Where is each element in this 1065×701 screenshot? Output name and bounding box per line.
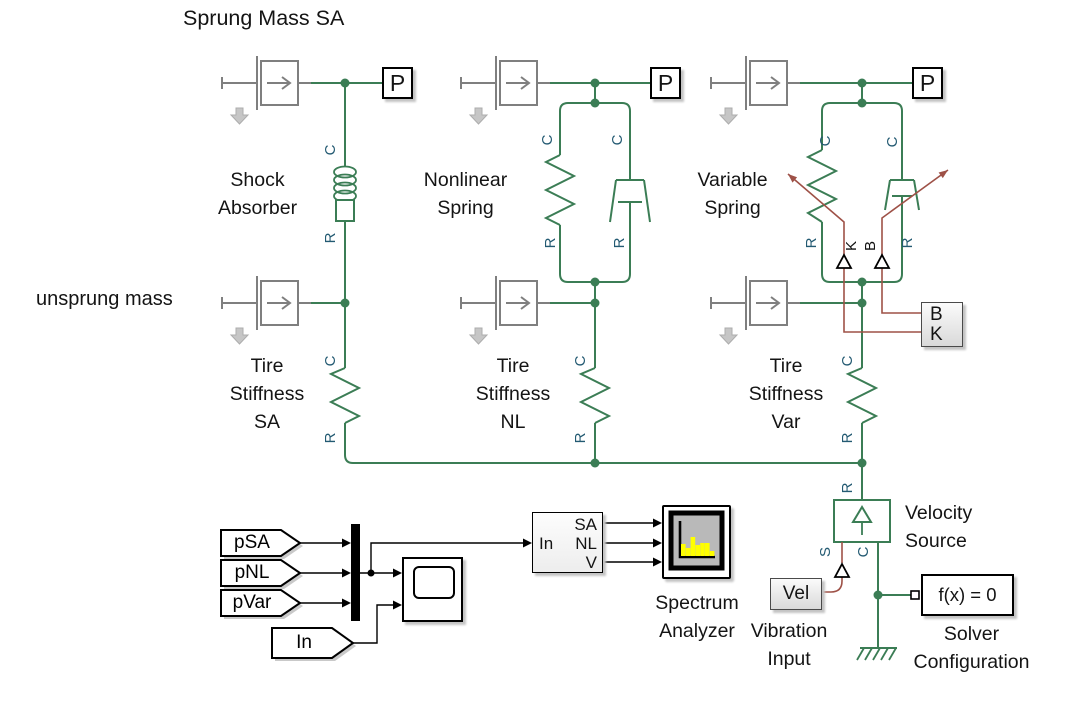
b-port-triangle-icon bbox=[873, 253, 891, 269]
port-label-r: R bbox=[803, 237, 820, 249]
nonlinear-spring-label: Nonlinear Spring bbox=[423, 169, 508, 219]
port-label-c: C bbox=[572, 355, 589, 367]
gravity-arrow-icon bbox=[229, 327, 250, 345]
from-tag-in[interactable] bbox=[271, 627, 355, 659]
port-label-s: S bbox=[817, 547, 834, 558]
unsprung-mass-label: unsprung mass bbox=[36, 288, 173, 310]
gravity-arrow-icon bbox=[718, 327, 739, 345]
port-label-r: R bbox=[322, 232, 339, 244]
scope-screen-icon bbox=[413, 566, 455, 599]
b-output-label: B bbox=[930, 304, 943, 325]
tire-spring-var-icon bbox=[845, 367, 879, 424]
damper-nl-icon bbox=[609, 179, 651, 223]
velocity-source-block[interactable] bbox=[833, 499, 891, 543]
in-tag-text[interactable]: In bbox=[296, 632, 312, 653]
port-label-r: R bbox=[611, 237, 628, 249]
solver-port-square bbox=[910, 590, 920, 600]
port-label-c: C bbox=[884, 136, 901, 148]
port-label-r: R bbox=[572, 432, 589, 444]
from-tag-pnl[interactable] bbox=[220, 559, 302, 587]
port-label-c: C bbox=[817, 135, 834, 147]
mass-block-sprung-var[interactable] bbox=[710, 56, 800, 125]
selector-subsystem-block[interactable]: In SA NL V bbox=[532, 512, 603, 573]
subsystem-v-port-label: V bbox=[585, 553, 597, 572]
port-label-r: R bbox=[899, 237, 916, 249]
psa-tag-text[interactable]: pSA bbox=[234, 532, 270, 553]
pressure-port-block-nl[interactable]: P bbox=[650, 67, 681, 99]
tag-shapes bbox=[220, 529, 356, 661]
pressure-port-block-sa[interactable]: P bbox=[382, 67, 413, 99]
port-label-c: C bbox=[609, 134, 626, 146]
solver-configuration-label: Solver Configuration bbox=[913, 623, 1030, 673]
p-port-text: P bbox=[389, 70, 406, 96]
model-title: Sprung Mass SA bbox=[183, 6, 345, 30]
tire-stiffness-sa-label: Tire Stiffness SA bbox=[229, 355, 305, 433]
mass-block-unsprung-var[interactable] bbox=[710, 276, 800, 345]
variable-spring-label: Variable Spring bbox=[697, 169, 768, 219]
solver-configuration-block[interactable]: f(x) = 0 bbox=[921, 574, 1014, 616]
mux-block[interactable] bbox=[351, 524, 360, 621]
variable-damper-icon bbox=[884, 179, 920, 211]
k-port-triangle-icon bbox=[835, 253, 853, 269]
port-label-r: R bbox=[839, 482, 856, 494]
from-tag-pvar[interactable] bbox=[220, 589, 302, 617]
up-arrow-icon bbox=[851, 505, 873, 523]
tire-stiffness-nl-label: Tire Stiffness NL bbox=[475, 355, 551, 433]
tire-spring-sa-icon bbox=[328, 367, 362, 424]
port-label-c: C bbox=[322, 144, 339, 156]
vel-source-block[interactable]: Vel bbox=[770, 578, 822, 610]
velocity-source-label: Velocity Source bbox=[905, 502, 973, 552]
shock-absorber-label: Shock Absorber bbox=[217, 169, 298, 219]
subsystem-sa-port-label: SA bbox=[574, 515, 597, 534]
mass-block-sprung-nl[interactable] bbox=[460, 56, 550, 125]
junction-dots bbox=[340, 78, 883, 600]
p-port-text: P bbox=[657, 70, 674, 96]
pnl-tag-text[interactable]: pNL bbox=[234, 562, 270, 583]
bk-gains-block[interactable]: B K bbox=[921, 302, 963, 347]
port-label-c: C bbox=[539, 134, 556, 146]
nonlinear-spring-icon bbox=[543, 154, 577, 226]
from-tag-psa[interactable] bbox=[220, 529, 302, 557]
solver-text: f(x) = 0 bbox=[938, 584, 997, 605]
shock-absorber-icon[interactable] bbox=[333, 165, 357, 222]
mass-block-sprung-sa[interactable] bbox=[221, 56, 311, 125]
spectrum-icon bbox=[668, 510, 725, 571]
gravity-arrow-icon bbox=[229, 107, 250, 125]
tire-spring-nl-icon bbox=[578, 367, 612, 424]
port-label-r: R bbox=[542, 237, 559, 249]
port-label-c: C bbox=[855, 546, 872, 558]
vibration-input-label: Vibration Input bbox=[750, 620, 828, 670]
gravity-arrow-icon bbox=[718, 107, 739, 125]
port-label-b: B bbox=[862, 241, 879, 252]
mass-block-unsprung-nl[interactable] bbox=[460, 276, 550, 345]
vel-text: Vel bbox=[782, 583, 810, 604]
port-label-k: K bbox=[843, 241, 860, 252]
p-port-text: P bbox=[919, 70, 936, 96]
k-output-label: K bbox=[930, 324, 943, 345]
physical-wires bbox=[311, 82, 920, 648]
pressure-port-block-var[interactable]: P bbox=[912, 67, 943, 99]
spectrum-analyzer-block[interactable] bbox=[662, 505, 731, 579]
port-label-r: R bbox=[322, 432, 339, 444]
subsystem-in-port-label: In bbox=[539, 534, 554, 553]
mass-block-unsprung-sa[interactable] bbox=[221, 276, 311, 345]
tire-stiffness-var-label: Tire Stiffness Var bbox=[748, 355, 824, 433]
pvar-tag-text[interactable]: pVar bbox=[232, 592, 272, 613]
port-label-c: C bbox=[839, 355, 856, 367]
scope-block[interactable] bbox=[402, 557, 463, 622]
spectrum-analyzer-label: Spectrum Analyzer bbox=[655, 592, 739, 642]
gravity-arrow-icon bbox=[468, 107, 489, 125]
gravity-arrow-icon bbox=[468, 327, 489, 345]
port-label-c: C bbox=[322, 355, 339, 367]
signal-wires bbox=[300, 518, 662, 644]
mechanical-reference-icon[interactable] bbox=[856, 647, 897, 661]
variable-spring-icon bbox=[805, 149, 839, 223]
s-port-triangle-icon bbox=[833, 562, 851, 578]
port-label-r: R bbox=[839, 432, 856, 444]
subsystem-nl-port-label: NL bbox=[575, 534, 597, 553]
